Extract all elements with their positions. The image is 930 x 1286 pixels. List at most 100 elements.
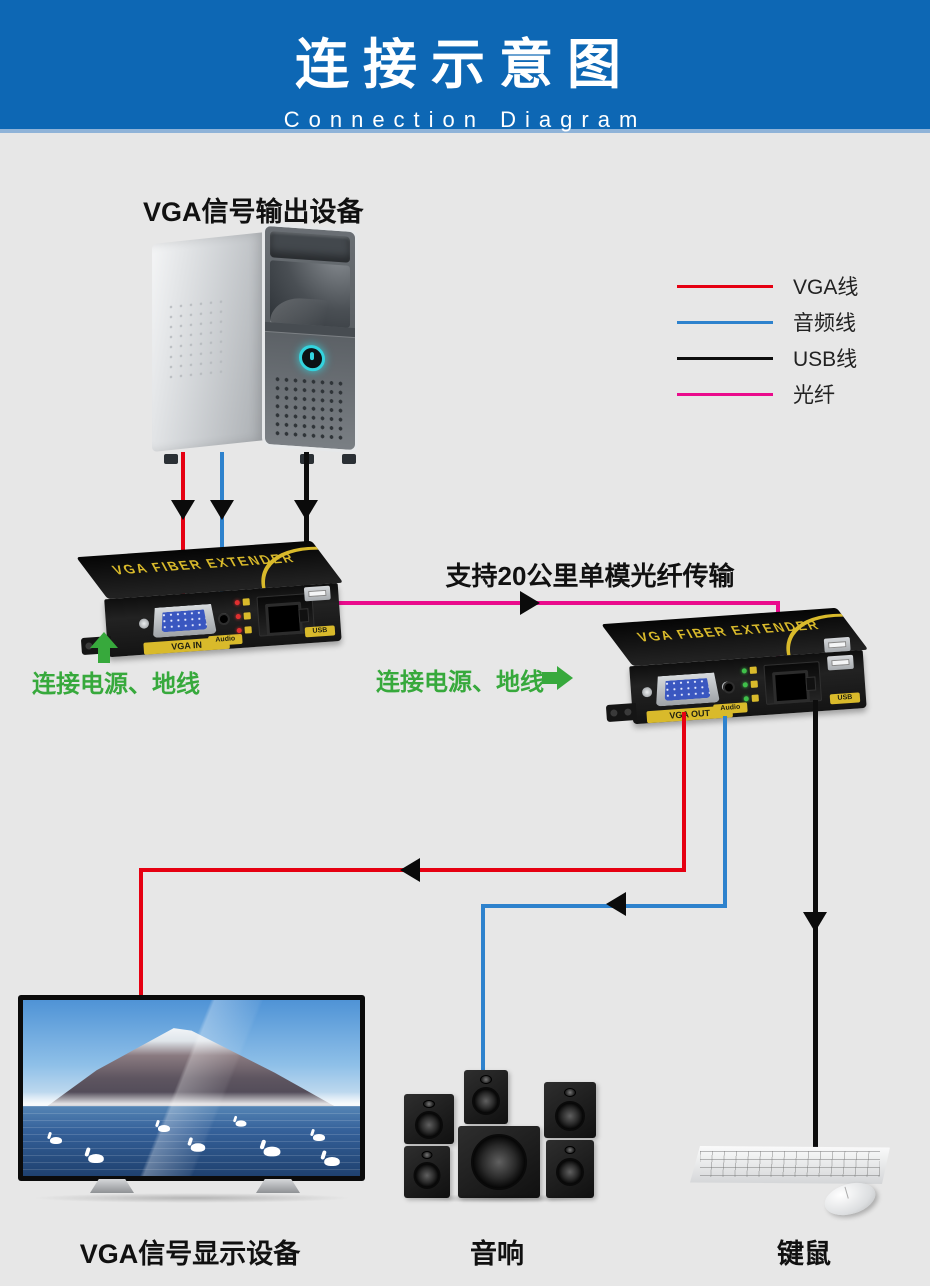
legend: VGA线 音频线 USB线 光纤 bbox=[677, 268, 858, 412]
vga-connector bbox=[160, 609, 207, 632]
satellite-speaker bbox=[404, 1094, 454, 1144]
green-right-arrow-icon bbox=[542, 666, 574, 690]
led-icon bbox=[235, 613, 241, 620]
arrow-left-icon bbox=[606, 892, 626, 916]
tower-foot bbox=[164, 454, 178, 464]
swan bbox=[49, 1137, 62, 1145]
tv-frame bbox=[18, 995, 365, 1181]
green-up-arrow-icon bbox=[90, 632, 118, 664]
swan bbox=[235, 1120, 247, 1127]
arrow-down-icon bbox=[171, 500, 195, 520]
speaker-shadow bbox=[408, 1194, 598, 1203]
tv-leg bbox=[90, 1179, 134, 1193]
audio-cable-out-h bbox=[481, 904, 727, 908]
speaker-set bbox=[402, 1068, 602, 1203]
status-leds bbox=[741, 665, 760, 710]
led-icon bbox=[236, 627, 242, 634]
display-device-label: VGA信号显示设备 bbox=[79, 1239, 301, 1269]
legend-label: VGA线 bbox=[793, 276, 859, 299]
vga-cable-tower bbox=[181, 452, 185, 602]
extender-brand-text: VGA FIBER EXTENDER bbox=[632, 617, 824, 645]
status-leds bbox=[234, 597, 253, 642]
tower-drive-bay bbox=[270, 231, 350, 263]
speaker-label: 音响 bbox=[470, 1239, 524, 1269]
header-banner: 连接示意图 Connection Diagram bbox=[0, 0, 930, 133]
arrow-right-icon bbox=[520, 591, 540, 615]
mounting-ear bbox=[605, 702, 637, 723]
fiber-line-swatch bbox=[677, 392, 773, 396]
tower-vents bbox=[273, 374, 347, 442]
usb-port bbox=[303, 585, 331, 602]
swan bbox=[88, 1153, 105, 1163]
usb-port-1 bbox=[823, 636, 851, 653]
led-tag bbox=[751, 694, 759, 702]
swan bbox=[157, 1125, 170, 1132]
tower-side-panel bbox=[152, 232, 266, 452]
audio-jack bbox=[217, 612, 231, 626]
tv-shadow bbox=[32, 1193, 352, 1203]
legend-label: 光纤 bbox=[793, 384, 835, 407]
vga-cable-out-v2 bbox=[139, 870, 143, 998]
swan bbox=[324, 1157, 341, 1167]
page-subtitle: Connection Diagram bbox=[283, 107, 647, 132]
screw-icon bbox=[641, 686, 653, 698]
keyboard bbox=[690, 1146, 890, 1184]
fiber-sfp-port bbox=[763, 661, 823, 705]
tv-screen bbox=[23, 1000, 360, 1176]
legend-row-audio: 音频线 bbox=[677, 304, 858, 340]
swan bbox=[263, 1146, 281, 1157]
extender-brand-text: VGA FIBER EXTENDER bbox=[107, 550, 299, 578]
tv-display bbox=[18, 995, 365, 1210]
screw-icon bbox=[138, 618, 150, 629]
legend-label: 音频线 bbox=[793, 312, 856, 335]
swan bbox=[190, 1143, 205, 1153]
source-device-label: VGA信号输出设备 bbox=[143, 197, 364, 227]
arrow-left-icon bbox=[400, 858, 420, 882]
screen-glare bbox=[23, 1000, 360, 1176]
computer-tower bbox=[150, 222, 358, 464]
usb-line-swatch bbox=[677, 356, 773, 360]
arrow-down-icon bbox=[294, 500, 318, 520]
led-tag bbox=[749, 666, 758, 674]
satellite-speaker bbox=[404, 1146, 450, 1198]
usb-cable-tower bbox=[304, 452, 309, 588]
audio-cable-out-v2 bbox=[481, 906, 485, 1078]
led-icon bbox=[743, 696, 749, 702]
led-tag bbox=[242, 598, 250, 606]
tower-gloss-panel bbox=[270, 260, 350, 328]
tv-leg bbox=[256, 1179, 300, 1193]
vga-line-swatch bbox=[677, 284, 773, 288]
legend-row-fiber: 光纤 bbox=[677, 376, 858, 412]
swan bbox=[312, 1133, 325, 1141]
audio-line-swatch bbox=[677, 320, 773, 324]
usb-port-label: USB bbox=[829, 692, 861, 705]
legend-label: USB线 bbox=[793, 348, 858, 371]
satellite-speaker bbox=[546, 1140, 594, 1198]
led-tag bbox=[243, 612, 251, 620]
arrow-down-icon bbox=[210, 500, 234, 520]
fiber-extender-receiver: VGA FIBER EXTENDER VGA OUT Audio bbox=[585, 607, 885, 733]
keyboard-mouse-label: 键鼠 bbox=[777, 1239, 831, 1269]
vga-port bbox=[138, 604, 230, 638]
led-icon bbox=[742, 682, 748, 688]
arrow-down-icon bbox=[803, 912, 827, 932]
legend-row-usb: USB线 bbox=[677, 340, 858, 376]
extender-body: VGA FIBER EXTENDER VGA OUT Audio bbox=[581, 605, 889, 744]
audio-jack bbox=[722, 681, 736, 694]
fiber-distance-note: 支持20公里单模光纤传输 bbox=[445, 561, 735, 591]
led-icon bbox=[234, 599, 240, 606]
audio-cable-tower bbox=[220, 452, 224, 608]
subwoofer bbox=[458, 1126, 540, 1198]
audio-port-label: Audio bbox=[713, 702, 748, 715]
led-icon bbox=[741, 668, 747, 674]
usb-port-2 bbox=[827, 654, 854, 671]
power-ground-note-left: 连接电源、地线 bbox=[32, 671, 200, 698]
legend-row-vga: VGA线 bbox=[677, 268, 858, 304]
audio-cable-out-v1 bbox=[723, 716, 727, 906]
power-button-icon bbox=[299, 344, 325, 373]
vga-connector bbox=[663, 678, 710, 701]
tower-front-panel bbox=[262, 222, 358, 454]
vga-port bbox=[641, 672, 733, 706]
led-tag bbox=[750, 680, 758, 688]
